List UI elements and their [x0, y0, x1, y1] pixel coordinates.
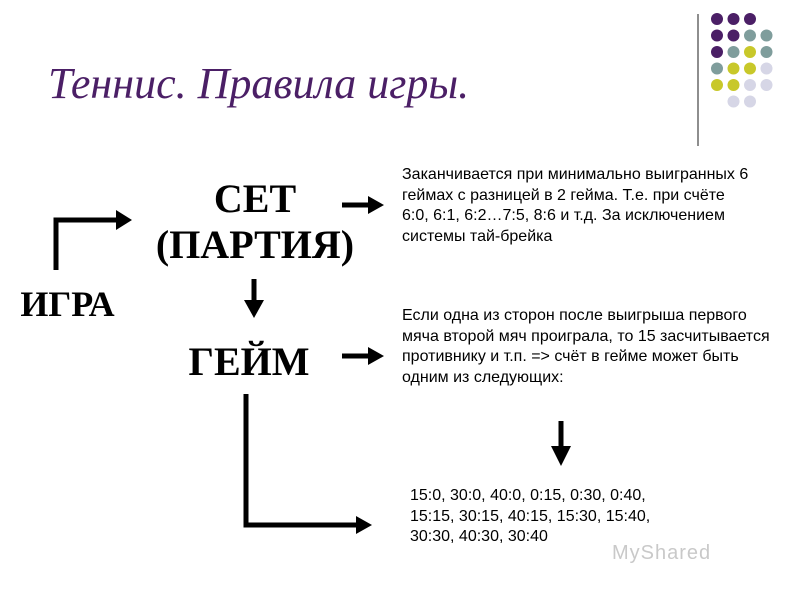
decorative-dot — [711, 46, 723, 58]
node-set-line1: СЕТ — [213, 176, 297, 221]
game-rule-text: Если одна из сторон после выигрыша перво… — [402, 307, 770, 386]
arrow-igra-to-set-head — [116, 210, 132, 230]
arrow-game-to-rule-head — [368, 347, 384, 365]
arrow-game-to-scores — [243, 394, 358, 528]
decorative-dot — [760, 46, 773, 58]
decorative-dot — [727, 29, 740, 42]
decorative-dot — [744, 46, 756, 58]
set-rule-text: Заканчивается при минимально выигранных … — [402, 166, 749, 245]
slide-title: Теннис. Правила игры. — [48, 59, 470, 108]
decorative-vertical-line — [697, 14, 699, 146]
decorative-dot — [760, 62, 773, 75]
watermark-logo: MyShared — [612, 542, 712, 564]
node-set: СЕТ (ПАРТИЯ) — [150, 176, 360, 268]
decorative-dot — [744, 79, 756, 91]
decorative-dot — [711, 62, 723, 75]
decorative-dot — [711, 29, 723, 42]
decorative-dot — [744, 62, 756, 75]
arrow-game-to-scores-head — [356, 516, 372, 534]
decorative-dot — [727, 95, 740, 108]
node-game: ГЕЙМ — [188, 339, 310, 384]
decorative-dot — [744, 29, 756, 42]
decorative-dot — [727, 79, 740, 91]
decorative-dot — [744, 95, 756, 108]
decorative-dot — [760, 29, 773, 42]
arrow-rule-to-scores-head — [551, 446, 571, 466]
decorative-dot — [727, 46, 740, 58]
arrow-set-to-rule-head — [368, 196, 384, 214]
decorative-dot — [711, 13, 723, 25]
decorative-dot — [760, 79, 773, 91]
decorative-dot — [727, 13, 740, 25]
arrow-set-to-game-head — [244, 300, 264, 318]
arrow-igra-to-set — [53, 217, 120, 270]
decorative-dot — [711, 79, 723, 91]
node-set-line2: (ПАРТИЯ) — [155, 222, 355, 267]
node-igra: ИГРА — [20, 284, 115, 324]
decorative-dot — [744, 13, 756, 25]
decorative-dot — [727, 62, 740, 75]
scores-text: 15:0, 30:0, 40:0, 0:15, 0:30, 0:40, 15:1… — [410, 487, 651, 545]
